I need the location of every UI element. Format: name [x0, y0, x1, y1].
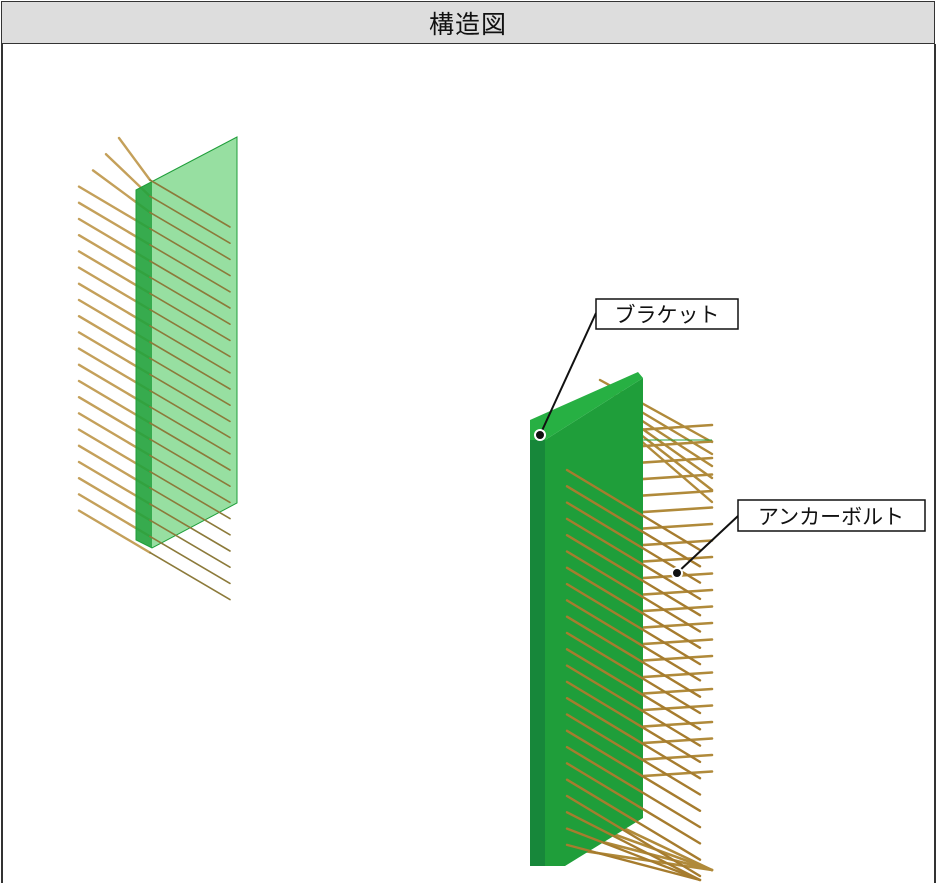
- right-bracket-edge-flange: [530, 440, 545, 866]
- right-bracket-top-flange: [530, 372, 643, 440]
- anchor-bolt-rod: [149, 227, 231, 277]
- diagram-title: 構造図: [428, 9, 507, 39]
- left-view: [77, 136, 238, 601]
- anchor-bolt-rod: [149, 308, 231, 358]
- anchor-bolt-rod: [565, 843, 702, 882]
- anchor-bolt-rod: [565, 599, 702, 682]
- anchor-bolt-rod: [149, 470, 231, 520]
- anchor-bolt-rod: [565, 811, 702, 882]
- anchor-bolt-leader-dot: [671, 567, 683, 579]
- frame-right-border: [934, 44, 936, 883]
- anchor-bolt-rod: [565, 794, 702, 878]
- anchor-bolt-rod: [565, 729, 702, 812]
- anchor-bolt-rod: [630, 426, 714, 492]
- anchor-bolt-rod: [149, 454, 231, 504]
- anchor-bolt-rod: [149, 244, 231, 293]
- anchor-bolt-rod: [565, 485, 702, 568]
- anchor-bolt-rod: [565, 778, 702, 861]
- anchor-bolt-rod: [149, 519, 231, 569]
- anchor-bolt-rod: [149, 503, 231, 552]
- anchor-bolt-rod: [565, 648, 702, 731]
- anchor-bolt-rod: [149, 405, 231, 455]
- anchor-bolt-rod: [149, 260, 231, 309]
- bracket-leader-dot: [534, 429, 546, 441]
- anchor-bolt-rod: [77, 509, 152, 554]
- anchor-bolt-rod: [565, 745, 702, 829]
- anchor-bolt-rod: [149, 324, 231, 374]
- bracket-label-box: [595, 298, 739, 330]
- header-bar: 構造図: [1, 1, 935, 44]
- anchor-bolt-leader-line: [676, 515, 739, 574]
- anchor-bolt-rod: [149, 357, 231, 407]
- anchor-bolt-rod: [565, 697, 702, 780]
- anchor-bolt-rod: [565, 680, 702, 764]
- anchor-bolt-rod: [565, 550, 702, 633]
- bracket-label: ブラケット: [615, 303, 720, 327]
- anchor-bolt-rod: [149, 292, 231, 342]
- anchor-bolt-rod: [149, 422, 231, 471]
- anchor-bolt-rod: [149, 373, 231, 423]
- anchor-bolt-rod: [149, 535, 231, 585]
- anchor-bolt-rod: [149, 276, 231, 326]
- anchor-bolt-callout: アンカーボルト: [671, 499, 926, 579]
- anchor-bolt-rod: [149, 179, 231, 228]
- anchor-bolt-rod: [638, 438, 714, 504]
- anchor-bolt-rod: [149, 341, 231, 390]
- bracket-leader-line: [539, 312, 597, 436]
- anchor-bolt-label-box: [737, 499, 926, 532]
- anchor-bolt-rod: [149, 438, 231, 488]
- anchor-bolt-rod: [149, 195, 231, 244]
- anchor-bolt-rod: [565, 566, 702, 649]
- anchor-bolt-rod: [149, 486, 231, 536]
- anchor-bolt-rod: [565, 468, 702, 552]
- anchor-bolt-rod: [565, 713, 702, 796]
- anchor-bolt-rod: [565, 534, 702, 617]
- left-bolts-front: [149, 179, 231, 601]
- left-bracket-flange: [136, 182, 152, 548]
- anchor-bolt-rod: [149, 211, 231, 261]
- anchor-bolt-rod: [565, 615, 702, 698]
- anchor-bolt-rod: [565, 631, 702, 715]
- anchor-bolt-rod: [117, 136, 152, 182]
- frame-left-border: [1, 44, 3, 883]
- anchor-bolt-rod: [565, 582, 702, 666]
- anchor-bolt-label: アンカーボルト: [758, 505, 904, 529]
- anchor-bolt-rod: [149, 389, 231, 439]
- right-view: [530, 372, 714, 882]
- anchor-bolt-rod: [149, 551, 231, 601]
- anchor-bolt-rod: [565, 827, 702, 882]
- bracket-callout: ブラケット: [534, 298, 739, 441]
- anchor-bolt-rod: [565, 762, 702, 845]
- right-bolts-front: [565, 468, 702, 882]
- anchor-bolt-rod: [565, 664, 702, 747]
- anchor-bolt-rod: [565, 517, 702, 601]
